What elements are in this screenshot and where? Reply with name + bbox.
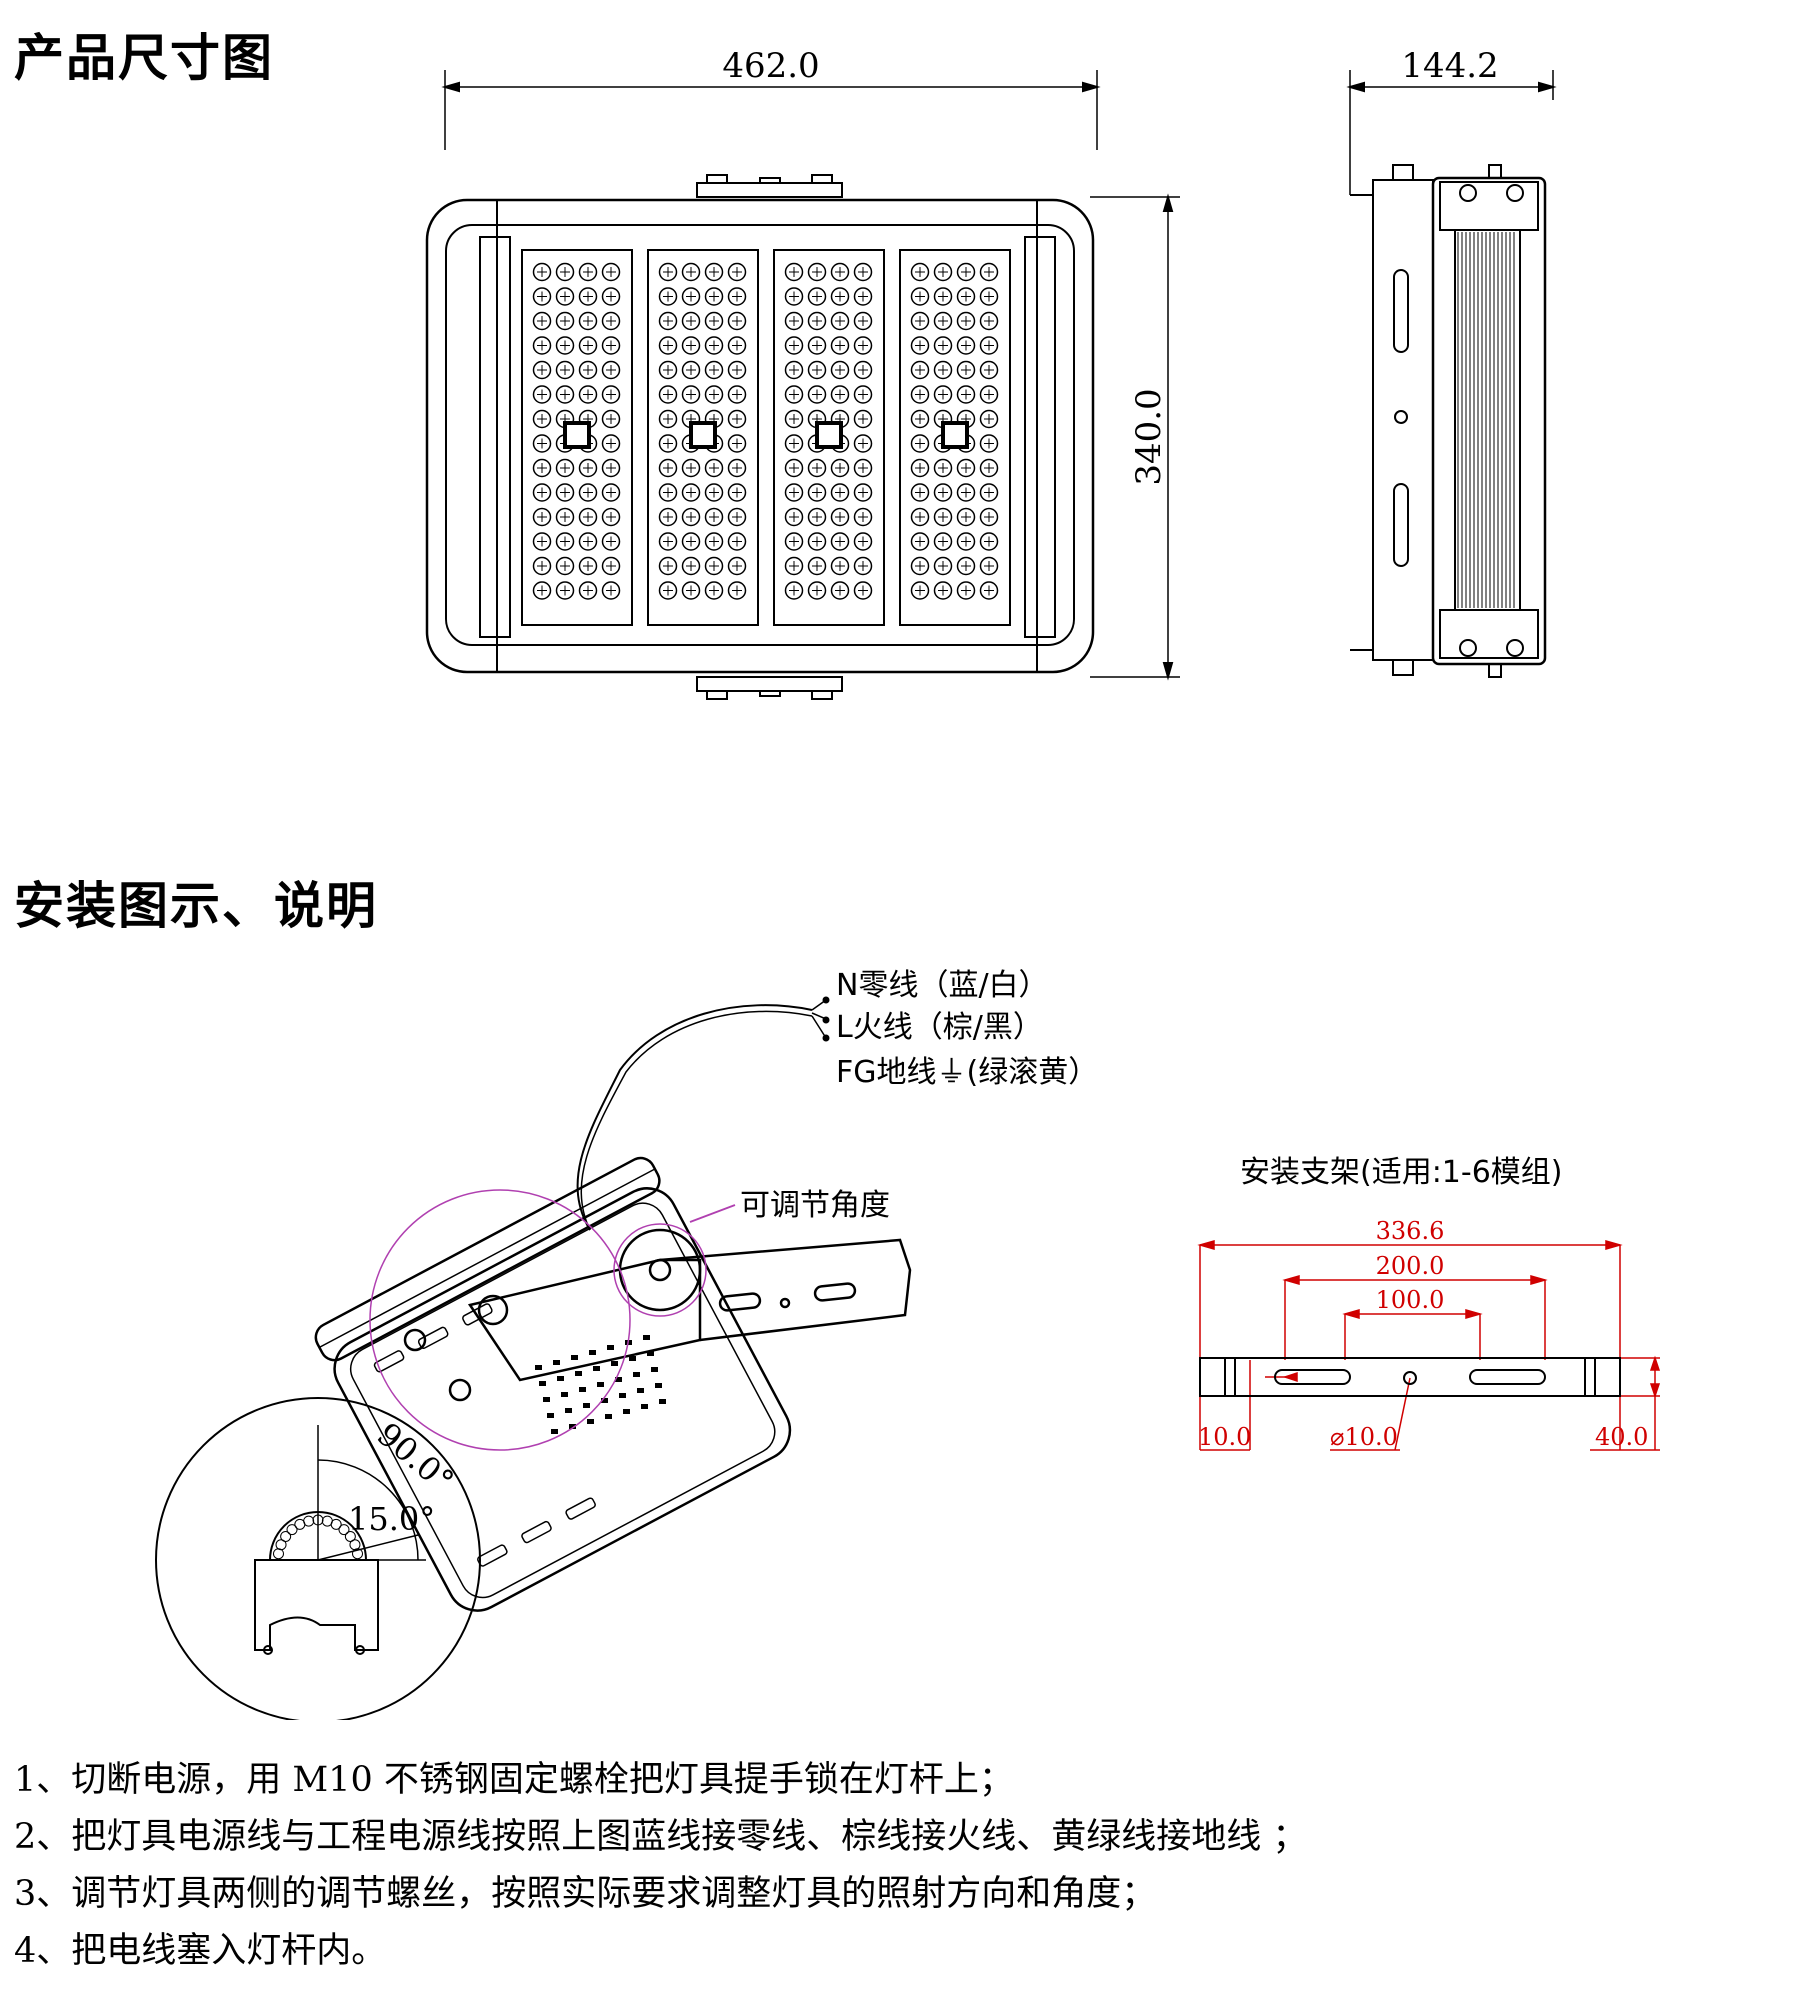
angle-90-label: 90.0° — [370, 1415, 461, 1500]
bracket-total-width: 336.6 — [1376, 1217, 1445, 1245]
adjust-range-circle — [369, 1189, 631, 1451]
depth-dimension-label: 144.2 — [1401, 46, 1498, 86]
step-item: 2、把灯具电源线与工程电源线按照上图蓝线接零线、棕线接火线、黄绿线接地线 ； — [14, 1817, 1308, 1857]
height-dimension-label: 340.0 — [1129, 388, 1169, 485]
installation-steps: 1、切断电源，用 M10 不锈钢固定螺栓把灯具提手锁在灯杆上； 2、把灯具电源线… — [14, 1752, 1774, 1980]
installation-section-title: 安装图示、说明 — [14, 877, 378, 935]
bracket-height: 40.0 — [1595, 1423, 1648, 1451]
led-module — [647, 249, 759, 626]
angle-15-label: 15.0° — [348, 1500, 435, 1538]
neutral-wire-dot — [822, 996, 830, 1004]
ground-wire-dot — [822, 1034, 830, 1042]
live-wire-label: L火线（棕/黑） — [836, 1010, 1043, 1045]
width-dimension-label: 462.0 — [722, 46, 819, 86]
live-wire-dot — [822, 1016, 830, 1024]
step-item: 1、切断电源，用 M10 不锈钢固定螺栓把灯具提手锁在灯杆上； — [14, 1760, 1014, 1800]
neutral-wire-label: N零线（蓝/白） — [836, 968, 1049, 1003]
step-item: 3、调节灯具两侧的调节螺丝，按照实际要求调整灯具的照射方向和角度； — [14, 1874, 1157, 1914]
step-item: 4、把电线塞入灯杆内。 — [14, 1931, 387, 1971]
detail-magnifier-circle — [155, 1397, 481, 1720]
ground-wire-label: FG地线⏚(绿滚黄） — [836, 1055, 1098, 1090]
bracket-title: 安装支架(适用:1-6模组) — [1240, 1155, 1563, 1190]
bracket-edge-offset: 10.0 — [1198, 1423, 1251, 1451]
led-module — [773, 249, 885, 626]
dimensions-section-title: 产品尺寸图 — [14, 29, 274, 87]
led-module — [521, 249, 633, 626]
led-module — [899, 249, 1011, 626]
adjustable-angle-label: 可调节角度 — [740, 1188, 890, 1223]
front-view-drawing: 462.0 340.0 144.2 — [425, 46, 1557, 700]
bracket-inner-slot-distance: 100.0 — [1376, 1286, 1445, 1314]
installation-illustration: N零线（蓝/白） L火线（棕/黑） FG地线⏚(绿滚黄） 可调节角度 — [155, 968, 1661, 1720]
bracket-outer-slot-distance: 200.0 — [1376, 1252, 1445, 1280]
bracket-hole-diameter: ⌀10.0 — [1330, 1423, 1398, 1451]
